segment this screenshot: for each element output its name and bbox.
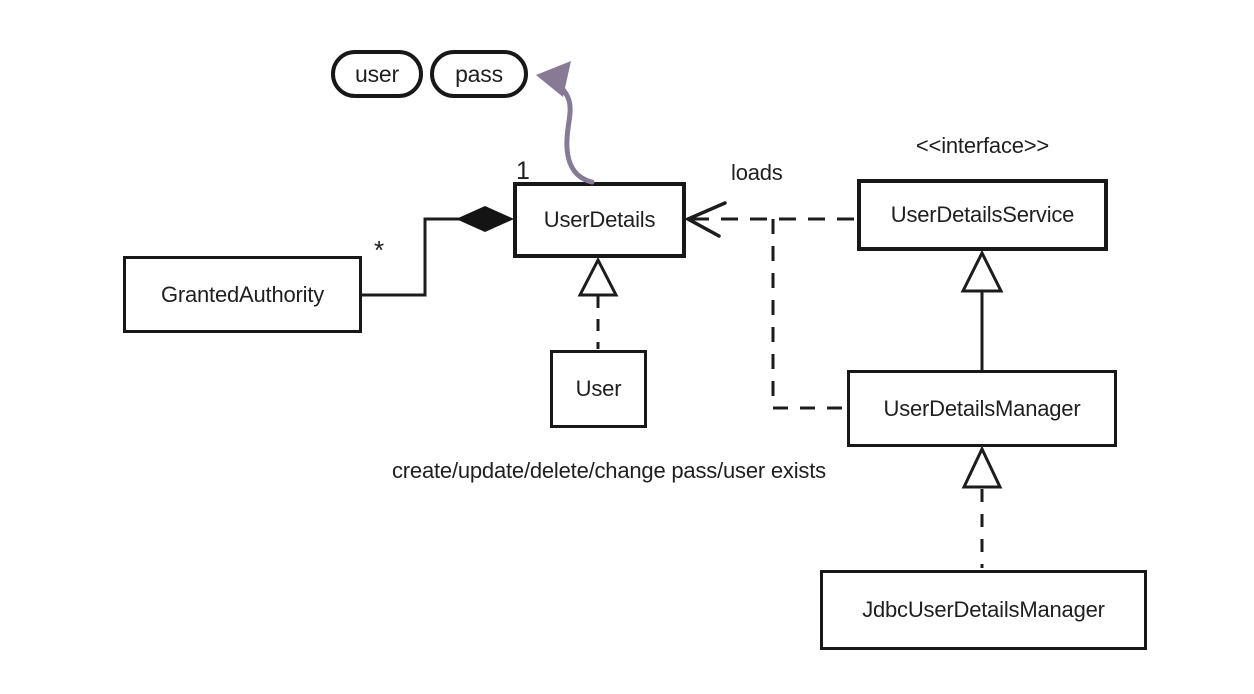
tag-node-user: user bbox=[331, 50, 423, 98]
class-box-userdetailsmanager: UserDetailsManager bbox=[847, 370, 1117, 447]
multiplicity-one-label: 1 bbox=[516, 157, 530, 185]
edge-label-loads: loads bbox=[731, 160, 783, 185]
class-label-grantedauthority: GrantedAuthority bbox=[160, 281, 325, 307]
class-box-grantedauthority: GrantedAuthority bbox=[123, 256, 362, 333]
loads-open-arrowhead-icon bbox=[684, 201, 727, 238]
highlight-arrowhead-icon bbox=[536, 61, 571, 97]
class-label-userdetailsmanager: UserDetailsManager bbox=[883, 395, 1081, 421]
tag-node-pass: pass bbox=[430, 50, 528, 98]
realization-user-triangle-icon bbox=[577, 256, 619, 297]
class-label-jdbcuserdetailsmanager: JdbcUserDetailsManager bbox=[862, 597, 1105, 622]
class-label-userdetails: UserDetails bbox=[543, 207, 656, 232]
class-box-jdbcuserdetailsmanager: JdbcUserDetailsManager bbox=[820, 570, 1147, 650]
multiplicity-star-label: * bbox=[374, 235, 384, 265]
highlight-arrow-curve bbox=[553, 80, 595, 185]
class-box-user: User bbox=[550, 350, 647, 428]
tag-label-pass: pass bbox=[455, 60, 503, 87]
realization-jdbc-triangle-icon bbox=[961, 445, 1003, 489]
class-label-userdetailsservice: UserDetailsService bbox=[890, 202, 1075, 227]
class-label-user: User bbox=[575, 376, 622, 401]
class-box-userdetails: UserDetails bbox=[513, 182, 686, 258]
class-box-userdetailsservice: UserDetailsService bbox=[857, 179, 1108, 251]
tag-label-user: user bbox=[355, 60, 399, 87]
stereotype-interface-label: <<interface>> bbox=[915, 133, 1050, 158]
composition-diamond-icon bbox=[456, 206, 514, 232]
generalization-triangle-icon bbox=[960, 249, 1004, 293]
operations-note-label: create/update/delete/change pass/user ex… bbox=[392, 458, 826, 483]
